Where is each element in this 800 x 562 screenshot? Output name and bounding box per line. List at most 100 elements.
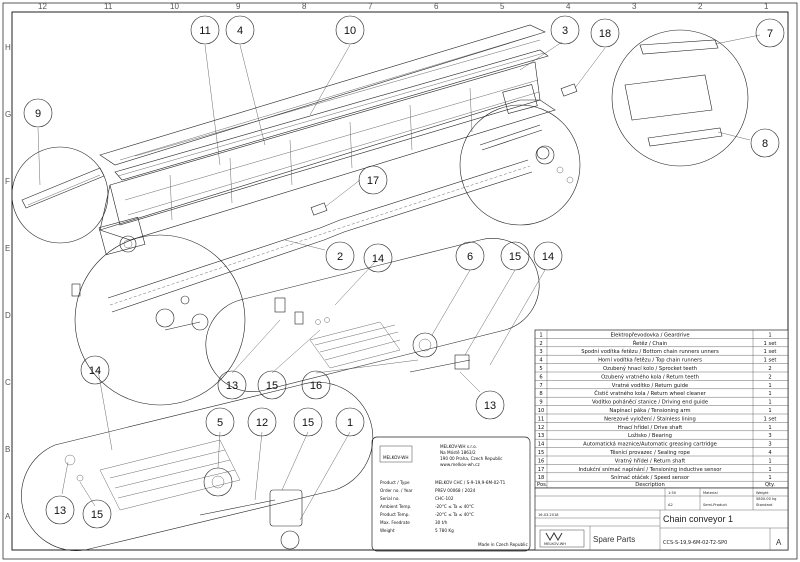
bom-row-qty: 1 — [768, 332, 771, 338]
grid-row-label: B — [5, 445, 10, 454]
bom-row-pos: 4 — [539, 358, 543, 364]
bom-row-description: Ozubený vratného kola / Return teeth — [601, 373, 699, 380]
bom-row-qty: 1 — [768, 425, 771, 431]
balloon-label: 14 — [542, 251, 554, 263]
balloon-label: 1 — [347, 417, 353, 429]
nameplate-field-value: PREV 00068 / 2024 — [435, 488, 476, 493]
detail-views — [11, 29, 749, 551]
nameplate-company-line: 190 00 Praha, Czech Republic — [440, 456, 503, 461]
balloon-label: 17 — [367, 175, 379, 187]
bom-row-pos: 12 — [538, 425, 545, 431]
bom-row-qty: 3 — [768, 442, 771, 448]
title-standard-label: Standard — [756, 503, 772, 507]
nameplate-company-line: www.melkov-wh.cz — [440, 462, 480, 467]
bom-row-pos: 17 — [538, 467, 545, 473]
nameplate-field-label: Ambient Temp. — [380, 504, 411, 509]
title-weight-value: 5800.00 kg — [756, 497, 776, 501]
nameplate-field-value: 30 t/h — [435, 520, 448, 525]
nameplate: MELKOV-WH MELKOV-WH s.r.o. Na Móstě 1863… — [371, 436, 531, 552]
balloon-label: 5 — [217, 417, 223, 429]
balloon-label: 14 — [89, 365, 101, 377]
balloon-label: 15 — [266, 380, 278, 392]
bom-row-qty: 1 — [768, 458, 771, 464]
part-balloons: 11 4 10 3 18 7 9 8 17 2 14 6 15 14 13 15… — [23, 15, 785, 529]
bom-row-description: Vratný hřídel / Return shaft — [615, 457, 686, 464]
grid-row-label: G — [5, 110, 11, 119]
bom-row-pos: 16 — [538, 458, 545, 464]
title-scale: 1:50 — [668, 491, 677, 495]
title-product-label: Semi-Product — [703, 503, 728, 507]
bom-row-qty: 2 — [768, 374, 771, 380]
balloon-label: 13 — [484, 400, 496, 412]
grid-row-label: F — [5, 177, 10, 186]
nameplate-field-value: CHC-102 — [435, 496, 454, 501]
grid-col-label: 10 — [170, 2, 179, 11]
grid-row-label: H — [5, 43, 11, 52]
bom-row-description: Čistič vratného kola / Return wheel clea… — [594, 390, 706, 397]
balloon: 15 — [257, 370, 287, 400]
title-drawing-name: Chain conveyor 1 — [663, 514, 733, 524]
bom-row-description: Ložisko / Bearing — [628, 432, 672, 439]
balloon: 1 — [335, 407, 365, 437]
drive-shaft-components — [64, 439, 303, 550]
balloon: 13 — [475, 390, 505, 420]
detail-circle-return-guides — [611, 29, 749, 167]
bom-row-description: Spodní vodítka řetězu / Bottom chain run… — [581, 348, 719, 355]
detail-capsule-drive-shaft — [21, 381, 374, 551]
grid-column-labels-top: 12 11 10 9 8 7 6 5 4 3 2 1 — [38, 2, 769, 11]
grid-col-label: 9 — [236, 2, 241, 11]
balloon: 15 — [293, 407, 323, 437]
logo-brand-text: MELKOV-WH — [544, 542, 566, 546]
return-shaft-components — [274, 297, 471, 373]
bom-row-description: Elektropřevodovka / Geardrive — [610, 331, 689, 338]
bom-row-qty: 1 — [768, 383, 771, 389]
inner-frame — [11, 11, 789, 551]
grid-col-label: 1 — [764, 2, 769, 11]
balloon-label: 16 — [310, 380, 322, 392]
bom-header-pos: Pos. — [537, 482, 548, 488]
balloon: 15 — [500, 241, 530, 271]
grid-col-label: 2 — [698, 2, 703, 11]
title-date: 16.03.2018 — [538, 513, 559, 517]
conveyor-main-body — [98, 24, 556, 256]
balloon-label: 4 — [237, 25, 243, 37]
bom-row-description: Nerezové vyložení / Stainless lining — [604, 415, 696, 422]
nameplate-company-line: MELKOV-WH s.r.o. — [440, 444, 477, 449]
balloon-label: 2 — [337, 251, 343, 263]
nameplate-field-label: Serial no. — [380, 496, 400, 501]
balloon: 13 — [217, 370, 247, 400]
grid-row-labels-left: H G F E D C B A — [5, 43, 11, 521]
balloon: 15 — [82, 499, 112, 529]
bom-row-pos: 5 — [539, 366, 542, 372]
bom-row-description: Vodítko poháněcí stanice / Driving end g… — [592, 399, 708, 406]
bom-row-qty: 1 — [768, 408, 771, 414]
balloon: 2 — [325, 241, 355, 271]
grid-col-label: 3 — [632, 2, 637, 11]
title-revision: A — [776, 538, 782, 547]
bom-row-pos: 18 — [538, 475, 545, 481]
title-doc-type: Spare Parts — [593, 535, 635, 544]
nameplate-field-label: Max. Feedrate — [380, 520, 410, 525]
bom-row-qty: 3 — [768, 433, 771, 439]
balloon: 3 — [550, 15, 580, 45]
balloon: 14 — [80, 355, 110, 385]
bom-row-description: Automatická maznice/Automatic greasing c… — [583, 441, 717, 448]
balloon: 18 — [590, 18, 620, 48]
bom-row-qty: 1 set — [764, 341, 777, 347]
bom-row-description: Napínací páka / Tensioning arm — [609, 407, 690, 414]
nameplate-company-line: Na Móstě 1863/2 — [440, 450, 476, 455]
bom-row-pos: 11 — [538, 416, 545, 422]
balloon: 8 — [750, 128, 780, 158]
balloon-label: 13 — [226, 380, 238, 392]
balloon-label: 18 — [599, 28, 611, 40]
balloon-label: 12 — [256, 417, 268, 429]
balloon: 5 — [205, 407, 235, 437]
chain-assembly — [107, 159, 533, 313]
return-end-components — [479, 124, 574, 184]
bom-row-pos: 13 — [538, 433, 545, 439]
grid-row-label: A — [5, 512, 11, 521]
grid-row-label: E — [5, 244, 10, 253]
balloon: 10 — [335, 15, 365, 45]
